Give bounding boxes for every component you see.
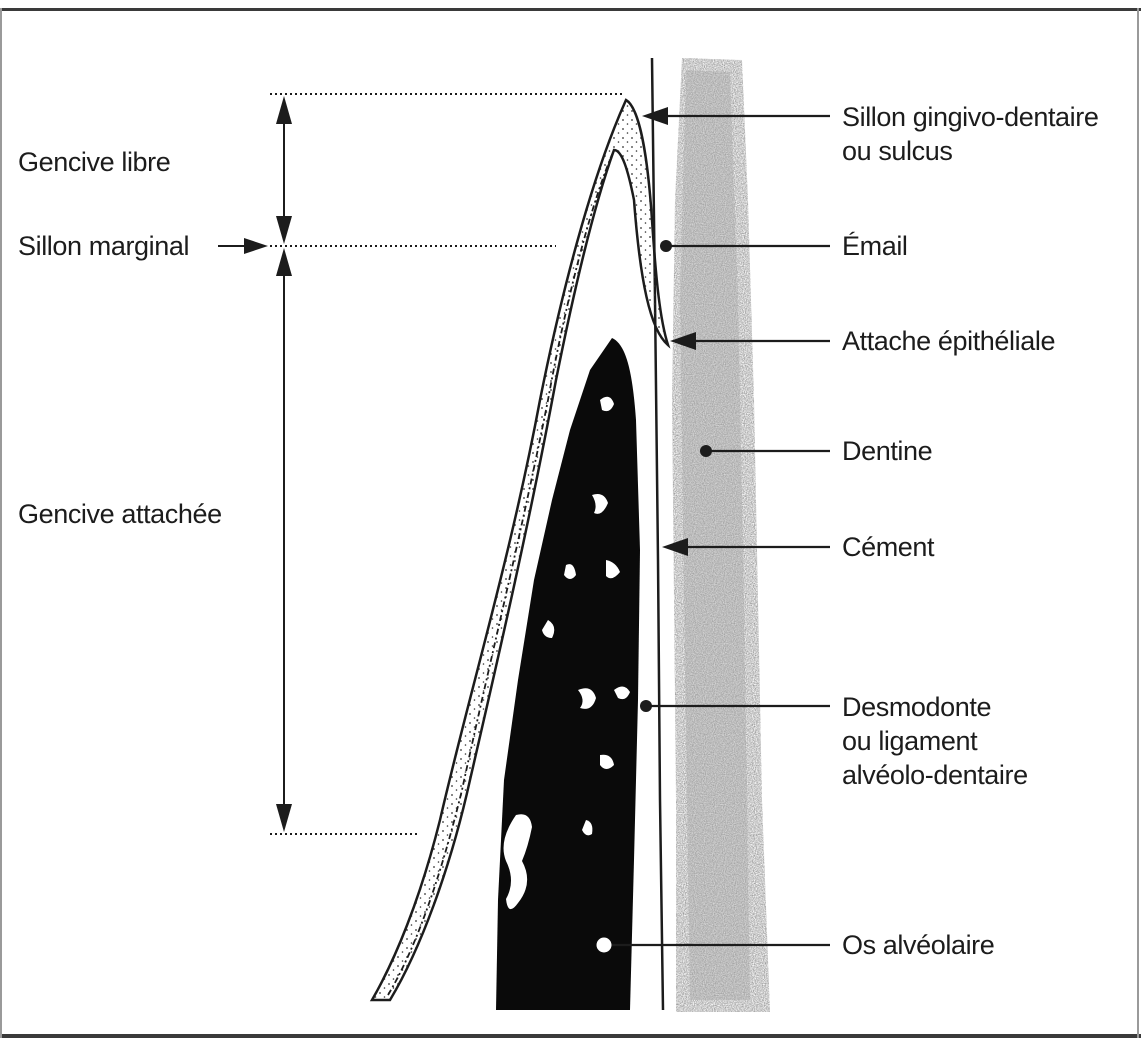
label-sillon-gingivo-dentaire: Sillon gingivo-dentaire ou sulcus <box>842 100 1098 168</box>
label-line: alvéolo-dentaire <box>842 758 1028 792</box>
os-alveolaire-marker <box>597 938 611 952</box>
label-cement: Cément <box>842 531 934 563</box>
dentine-region <box>672 58 770 1012</box>
label-os-alveolaire: Os alvéolaire <box>842 929 994 961</box>
label-line: ou sulcus <box>842 134 1098 168</box>
label-dentine: Dentine <box>842 435 932 467</box>
label-desmodonte: Desmodonte ou ligament alvéolo-dentaire <box>842 690 1028 792</box>
label-line: ou ligament <box>842 724 1028 758</box>
tooth-surface-line <box>652 58 663 1010</box>
label-sillon-marginal: Sillon marginal <box>18 230 189 262</box>
label-gencive-libre: Gencive libre <box>18 146 170 178</box>
label-gencive-attachee: Gencive attachée <box>18 498 222 530</box>
label-line: Desmodonte <box>842 690 1028 724</box>
alveolar-bone <box>496 338 640 1010</box>
label-line: Sillon gingivo-dentaire <box>842 100 1098 134</box>
label-email: Émail <box>842 230 908 262</box>
label-attache-epitheliale: Attache épithéliale <box>842 325 1055 357</box>
